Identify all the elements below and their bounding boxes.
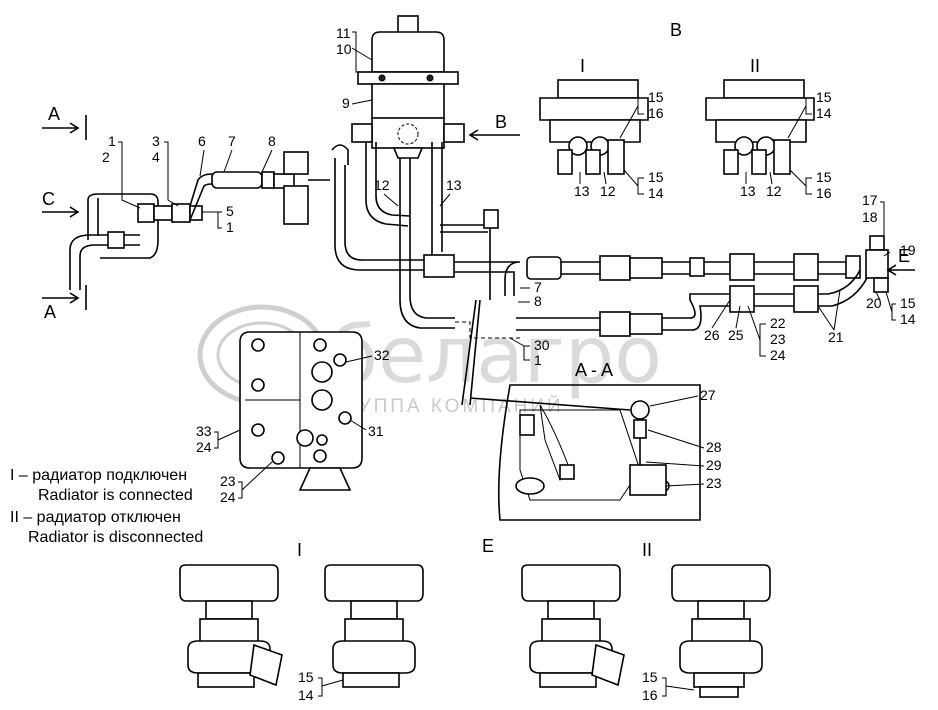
label-roman-1-top: I bbox=[580, 56, 585, 76]
legend: I – радиатор подключен Radiator is conne… bbox=[10, 467, 203, 546]
callout: 24 bbox=[220, 489, 236, 505]
control-block bbox=[239, 331, 363, 491]
callout: 26 bbox=[704, 327, 720, 343]
watermark-subtitle: ГРУППА КОМПАНИЙ bbox=[330, 395, 564, 417]
label-a-bottom: A bbox=[44, 302, 56, 322]
main-valve-assembly bbox=[351, 15, 465, 159]
callout: 2 bbox=[102, 149, 110, 165]
view-b-valves bbox=[539, 79, 815, 175]
callout: 15 bbox=[648, 169, 664, 185]
callout: 15 bbox=[642, 669, 658, 685]
plug-I-b bbox=[324, 564, 424, 688]
callout: 16 bbox=[642, 687, 658, 703]
legend-line-4: Radiator is disconnected bbox=[28, 529, 203, 546]
callout: 12 bbox=[766, 183, 782, 199]
callout: 15 bbox=[298, 669, 314, 685]
callout: 23 bbox=[220, 473, 236, 489]
label-e-arrow: E bbox=[898, 246, 910, 266]
callout: 4 bbox=[152, 149, 160, 165]
label-b-arrow: B bbox=[495, 112, 507, 132]
callout: 13 bbox=[446, 177, 462, 193]
section-a-a bbox=[469, 384, 701, 521]
callout: 1 bbox=[108, 133, 116, 149]
plug-II-b bbox=[671, 564, 771, 698]
callout: 3 bbox=[152, 133, 160, 149]
callout: 31 bbox=[368, 423, 384, 439]
callout: 7 bbox=[534, 279, 542, 295]
callout: 6 bbox=[198, 133, 206, 149]
label-roman-2-bottom: II bbox=[642, 540, 652, 560]
callout: 12 bbox=[600, 183, 616, 199]
callouts: 11 10 9 1 2 3 4 6 7 8 5 1 12 13 7 8 30 1… bbox=[102, 25, 916, 703]
view-e-plugs bbox=[179, 564, 771, 698]
callout: 11 bbox=[336, 25, 351, 41]
callout: 15 bbox=[816, 169, 832, 185]
callout: 24 bbox=[770, 347, 786, 363]
callout: 1 bbox=[226, 219, 234, 235]
callout: 15 bbox=[648, 89, 664, 105]
callout: 14 bbox=[298, 687, 314, 703]
callout: 18 bbox=[862, 209, 878, 225]
callout: 8 bbox=[534, 293, 542, 309]
callout: 30 bbox=[534, 337, 550, 353]
callout: 14 bbox=[900, 311, 916, 327]
callout: 15 bbox=[900, 295, 916, 311]
plug-I-a bbox=[179, 564, 283, 688]
callout: 15 bbox=[816, 89, 832, 105]
callout: 20 bbox=[866, 295, 882, 311]
callout: 21 bbox=[828, 329, 844, 345]
valve-I bbox=[539, 79, 649, 175]
label-view-b: B bbox=[670, 20, 682, 40]
callout: 25 bbox=[728, 327, 744, 343]
callout: 14 bbox=[816, 105, 832, 121]
direction-arrows bbox=[42, 115, 915, 310]
callout: 23 bbox=[770, 331, 786, 347]
callout: 10 bbox=[336, 41, 352, 57]
legend-line-3: II – радиатор отключен bbox=[10, 509, 181, 526]
callout: 19 bbox=[900, 242, 916, 258]
callout: 1 bbox=[534, 352, 542, 368]
callout: 17 bbox=[862, 192, 878, 208]
label-roman-2-top: II bbox=[750, 56, 760, 76]
callout: 24 bbox=[196, 439, 212, 455]
callout: 33 bbox=[196, 423, 212, 439]
label-section-aa: A - A bbox=[575, 360, 613, 380]
label-view-e: E bbox=[482, 536, 494, 556]
legend-line-2: Radiator is connected bbox=[38, 487, 193, 504]
callout: 16 bbox=[648, 105, 664, 121]
callout: 13 bbox=[740, 183, 756, 199]
plug-II-a bbox=[521, 564, 625, 688]
callout: 12 bbox=[374, 177, 390, 193]
callout: 28 bbox=[706, 439, 722, 455]
callout: 32 bbox=[374, 347, 390, 363]
callout: 27 bbox=[700, 387, 716, 403]
callout: 5 bbox=[226, 203, 234, 219]
label-roman-1-bottom: I bbox=[297, 540, 302, 560]
callout: 8 bbox=[268, 133, 276, 149]
pipe-network bbox=[331, 142, 889, 406]
valve-II bbox=[705, 79, 815, 175]
callout: 22 bbox=[770, 315, 786, 331]
label-c-arrow: C bbox=[42, 189, 55, 209]
label-a-top: A bbox=[48, 104, 60, 124]
callout: 13 bbox=[574, 183, 590, 199]
callout: 23 bbox=[706, 475, 722, 491]
callout: 16 bbox=[816, 185, 832, 201]
callout: 14 bbox=[648, 185, 664, 201]
callout: 29 bbox=[706, 457, 722, 473]
callout: 9 bbox=[342, 95, 350, 111]
left-fittings bbox=[69, 151, 330, 290]
view-labels: A A C B E B A - A E I II I II bbox=[42, 20, 910, 560]
callout: 7 bbox=[228, 133, 236, 149]
legend-line-1: I – радиатор подключен bbox=[10, 467, 187, 484]
